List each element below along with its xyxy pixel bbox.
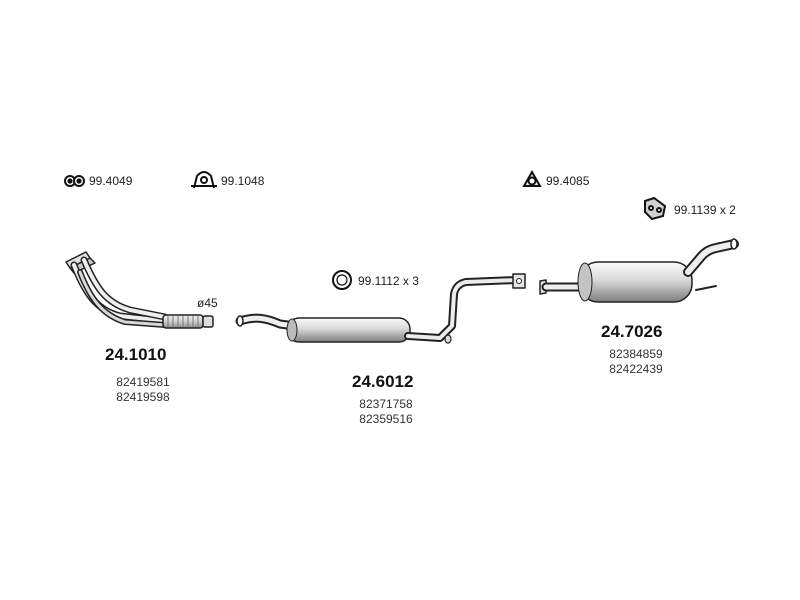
rubber-mount-label: 99.1139 x 2 (674, 203, 736, 217)
oem-number: 82419581 (116, 375, 170, 389)
sealing-ring-icon (332, 270, 352, 290)
middle-silencer-oem-numbers: 82371758 82359516 (348, 397, 424, 427)
clamp-icon (64, 175, 85, 187)
pipe-diameter-label: ø45 (197, 296, 218, 310)
clamp-label: 99.4049 (89, 174, 133, 188)
oem-number: 82384859 (609, 347, 663, 361)
oem-number: 82371758 (359, 397, 413, 411)
u-bolt-clamp-label: 99.1048 (221, 174, 265, 188)
rubber-mount-icon (644, 196, 667, 221)
rear-silencer-part (539, 238, 739, 303)
oem-number: 82419598 (116, 390, 170, 404)
sealing-ring-label: 99.1112 x 3 (358, 274, 419, 288)
front-pipe-oem-numbers: 82419581 82419598 (105, 375, 181, 405)
middle-silencer-code: 24.6012 (352, 372, 414, 391)
middle-silencer-part (235, 273, 526, 344)
rubber-hanger-label: 99.4085 (546, 174, 590, 188)
rear-silencer-oem-numbers: 82384859 82422439 (598, 347, 674, 377)
front-pipe-part (65, 251, 214, 329)
u-bolt-clamp-icon (191, 171, 217, 189)
oem-number: 82359516 (359, 412, 413, 426)
rear-silencer-code: 24.7026 (601, 322, 663, 341)
oem-number: 82422439 (609, 362, 663, 376)
front-pipe-code: 24.1010 (105, 345, 167, 364)
rubber-hanger-icon (522, 169, 542, 187)
